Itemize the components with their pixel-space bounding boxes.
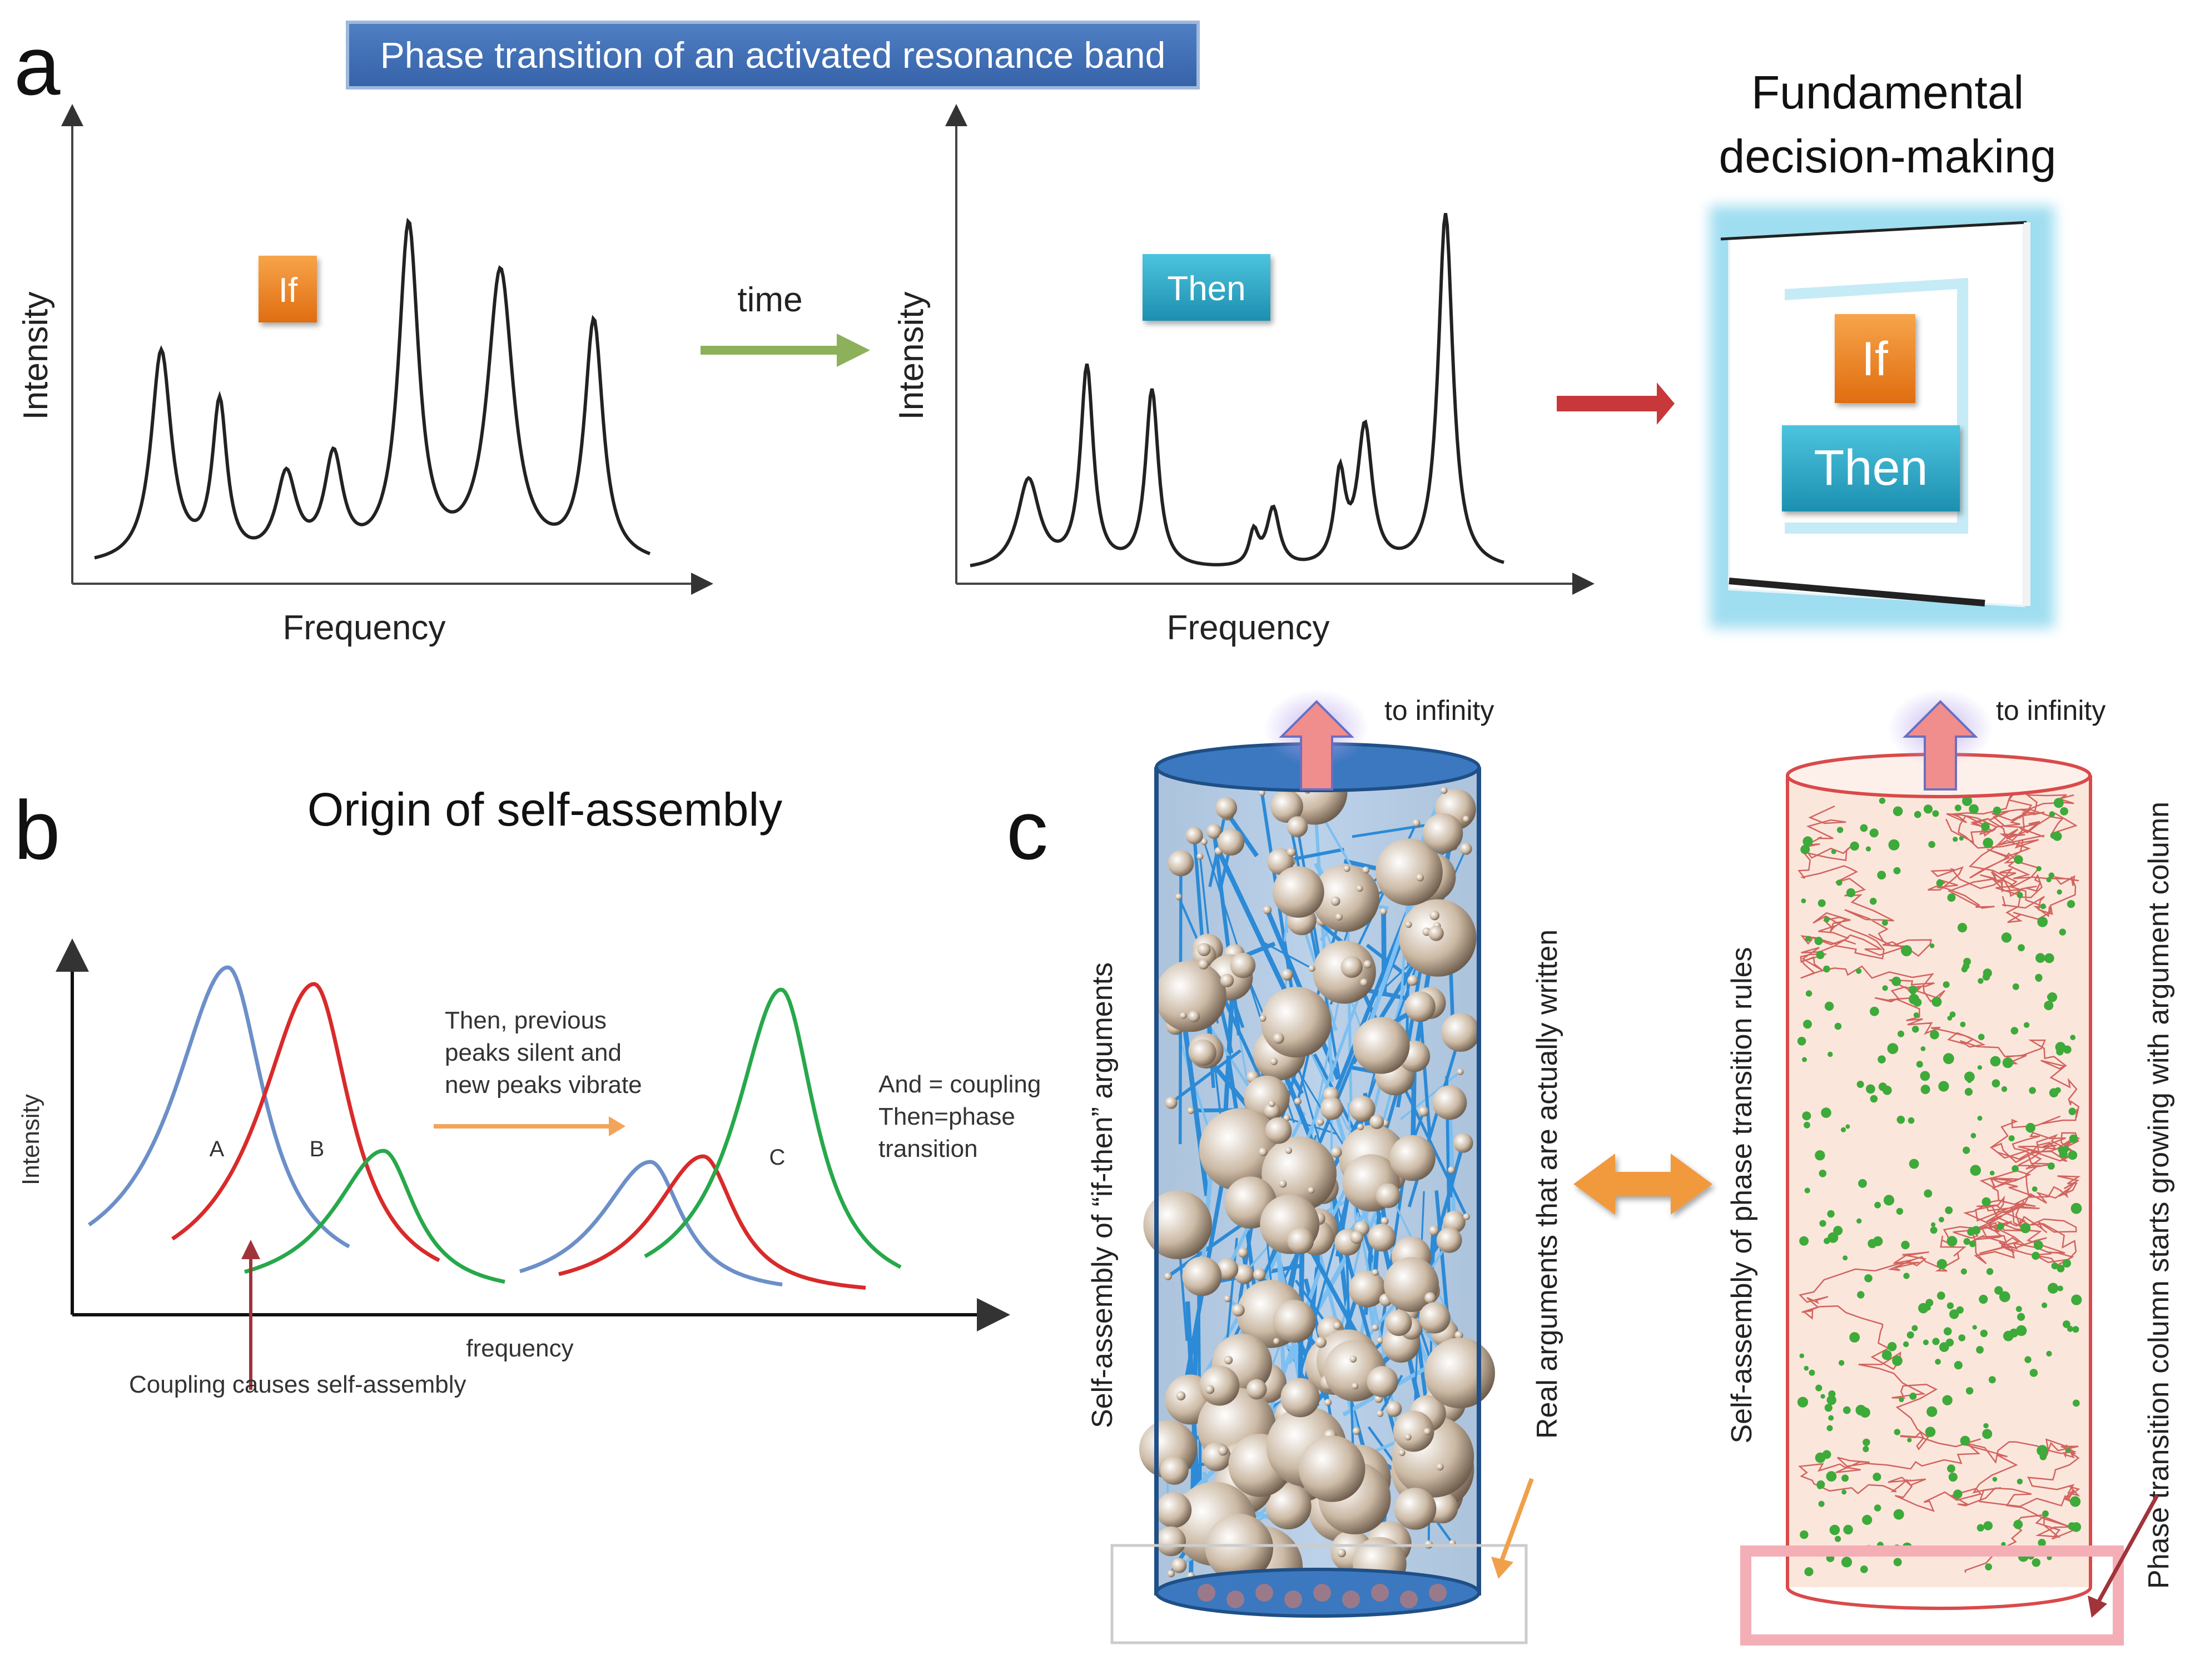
panel-a: a Phase transition of an activated reson… bbox=[14, 19, 2056, 647]
curve-green-small bbox=[244, 1149, 505, 1284]
panel-c-letter: c bbox=[1006, 783, 1048, 877]
then-tag-label: Then bbox=[1167, 270, 1245, 308]
argument-column bbox=[1110, 742, 1528, 1644]
if-tag-label: If bbox=[279, 271, 298, 310]
curve-c bbox=[644, 987, 902, 1269]
b-xlabel: frequency bbox=[466, 1335, 573, 1362]
coupling-note: Coupling causes self-assembly bbox=[129, 1371, 466, 1398]
b-ylabel: Intensity bbox=[17, 1094, 44, 1185]
decision-title-line2: decision-making bbox=[1719, 130, 2057, 182]
right-infinity-label: to infinity bbox=[1996, 695, 2105, 726]
curve-red-shifted bbox=[558, 1154, 866, 1290]
panel-b: b Origin of self-assembly Intensity freq… bbox=[14, 783, 1041, 1398]
right-infinity-arrow bbox=[1888, 689, 1993, 791]
peak-a-label: A bbox=[210, 1137, 225, 1161]
peak-c-label: C bbox=[769, 1145, 786, 1170]
decision-frame bbox=[1710, 206, 2054, 628]
time-arrow bbox=[701, 334, 870, 367]
panel-b-title: Origin of self-assembly bbox=[307, 783, 782, 836]
note-line1: Then, previous bbox=[445, 1007, 607, 1034]
note-line2: peaks silent and bbox=[445, 1039, 622, 1066]
a-right-spectrum bbox=[970, 213, 1504, 568]
curve-b bbox=[171, 982, 440, 1263]
left-column-label: Self-assembly of “if-then” arguments bbox=[1086, 962, 1119, 1428]
real-args-arrow bbox=[1491, 1478, 1534, 1579]
banner-box bbox=[346, 21, 1200, 90]
orange-arrow bbox=[434, 1116, 625, 1136]
curve-a bbox=[87, 965, 350, 1249]
coupling-arrow bbox=[241, 1240, 260, 1390]
panel-a-letter: a bbox=[14, 19, 61, 112]
time-label: time bbox=[737, 281, 802, 319]
peak-b-label: B bbox=[310, 1137, 325, 1161]
rule-line3: transition bbox=[878, 1135, 978, 1162]
banner-title: Phase transition of an activated resonan… bbox=[380, 34, 1166, 76]
right-column-label: Self-assembly of phase transition rules bbox=[1726, 947, 1758, 1443]
panel-b-letter: b bbox=[14, 783, 60, 877]
phase-arrow bbox=[2088, 1494, 2159, 1618]
decision-then-box bbox=[1782, 425, 1960, 511]
rule-line2: Then=phase bbox=[878, 1103, 1015, 1130]
a-left-spectrum bbox=[94, 217, 651, 560]
decision-if-label: If bbox=[1861, 332, 1889, 386]
then-tag bbox=[1143, 254, 1270, 321]
decision-then-label: Then bbox=[1814, 440, 1928, 496]
left-side-label: Real arguments that are actually written bbox=[1531, 930, 1563, 1439]
rule-line1: And = coupling bbox=[878, 1071, 1041, 1098]
decision-if-box bbox=[1835, 314, 1915, 403]
double-arrow bbox=[1573, 1154, 1712, 1215]
a-left-ylabel: Intensity bbox=[17, 292, 55, 420]
a-right-xlabel: Frequency bbox=[1167, 609, 1330, 647]
a-right-ylabel: Intensity bbox=[892, 292, 931, 420]
left-infinity-arrow bbox=[1264, 689, 1369, 791]
left-infinity-label: to infinity bbox=[1384, 695, 1494, 726]
red-arrow bbox=[1557, 382, 1675, 425]
right-side-label: Phase transition column starts growing w… bbox=[2143, 802, 2175, 1589]
decision-title-line1: Fundamental bbox=[1751, 66, 2024, 118]
if-tag bbox=[259, 256, 317, 322]
rule-column bbox=[1740, 753, 2124, 1646]
a-left-xlabel: Frequency bbox=[283, 609, 446, 647]
note-line3: new peaks vibrate bbox=[445, 1071, 642, 1099]
panel-c: c to infinity Self-assembly of “if-then”… bbox=[1006, 689, 2175, 1646]
curve-blue-shifted bbox=[519, 1160, 783, 1287]
